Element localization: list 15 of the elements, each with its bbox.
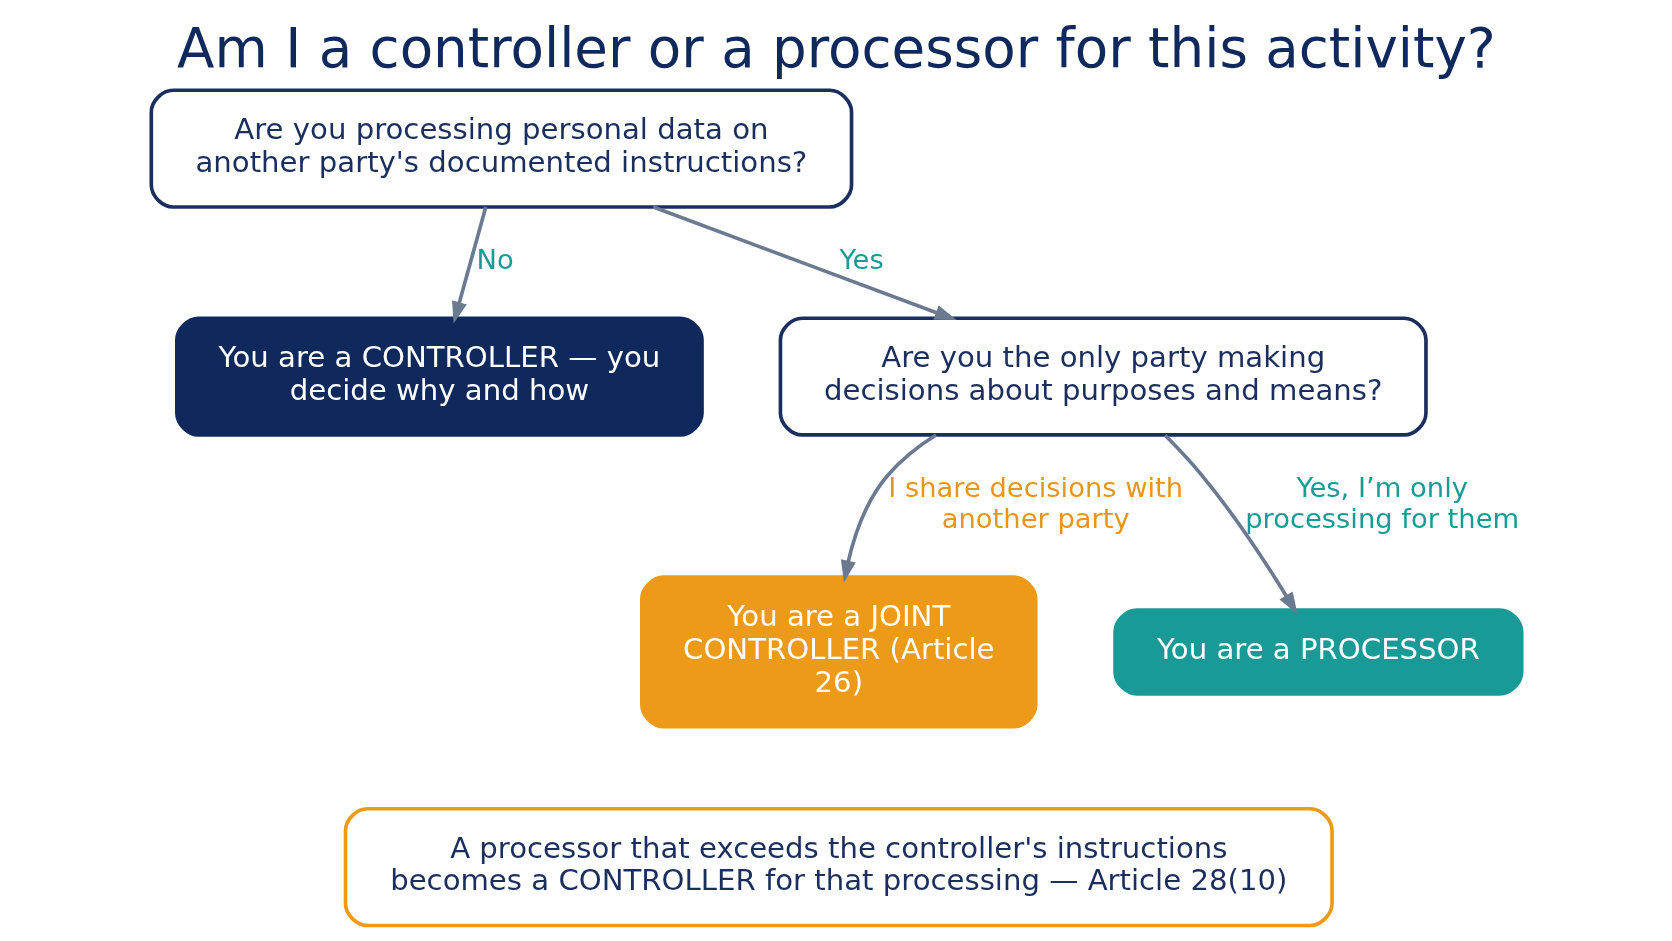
node-box: Are you processing personal data on another party's documented instructions? [148,88,853,209]
edge-label: I share decisions with another party [887,471,1183,534]
node-box: A processor that exceeds the controller's instructions becomes a CONTROLLER for that processing — Article 28(10) [343,806,1334,928]
edge-label: Yes [839,244,884,275]
node-box: Are you the only party making decisions about purposes and means? [778,316,1428,437]
arrow [652,205,957,321]
node-box: You are a CONTROLLER — you decide why and how [174,316,704,437]
arrow [840,433,937,583]
arrow [1163,434,1297,615]
edge-label: No [475,244,514,275]
arrow [451,206,488,324]
edge-label: Yes, I’m only processing for them [1244,471,1519,534]
diagram-title: Am I a controller or a processor for this activity? [176,15,1496,80]
node-box: You are a PROCESSOR [1112,608,1524,696]
node-box: You are a JOINT CONTROLLER (Article 26) [639,575,1038,729]
